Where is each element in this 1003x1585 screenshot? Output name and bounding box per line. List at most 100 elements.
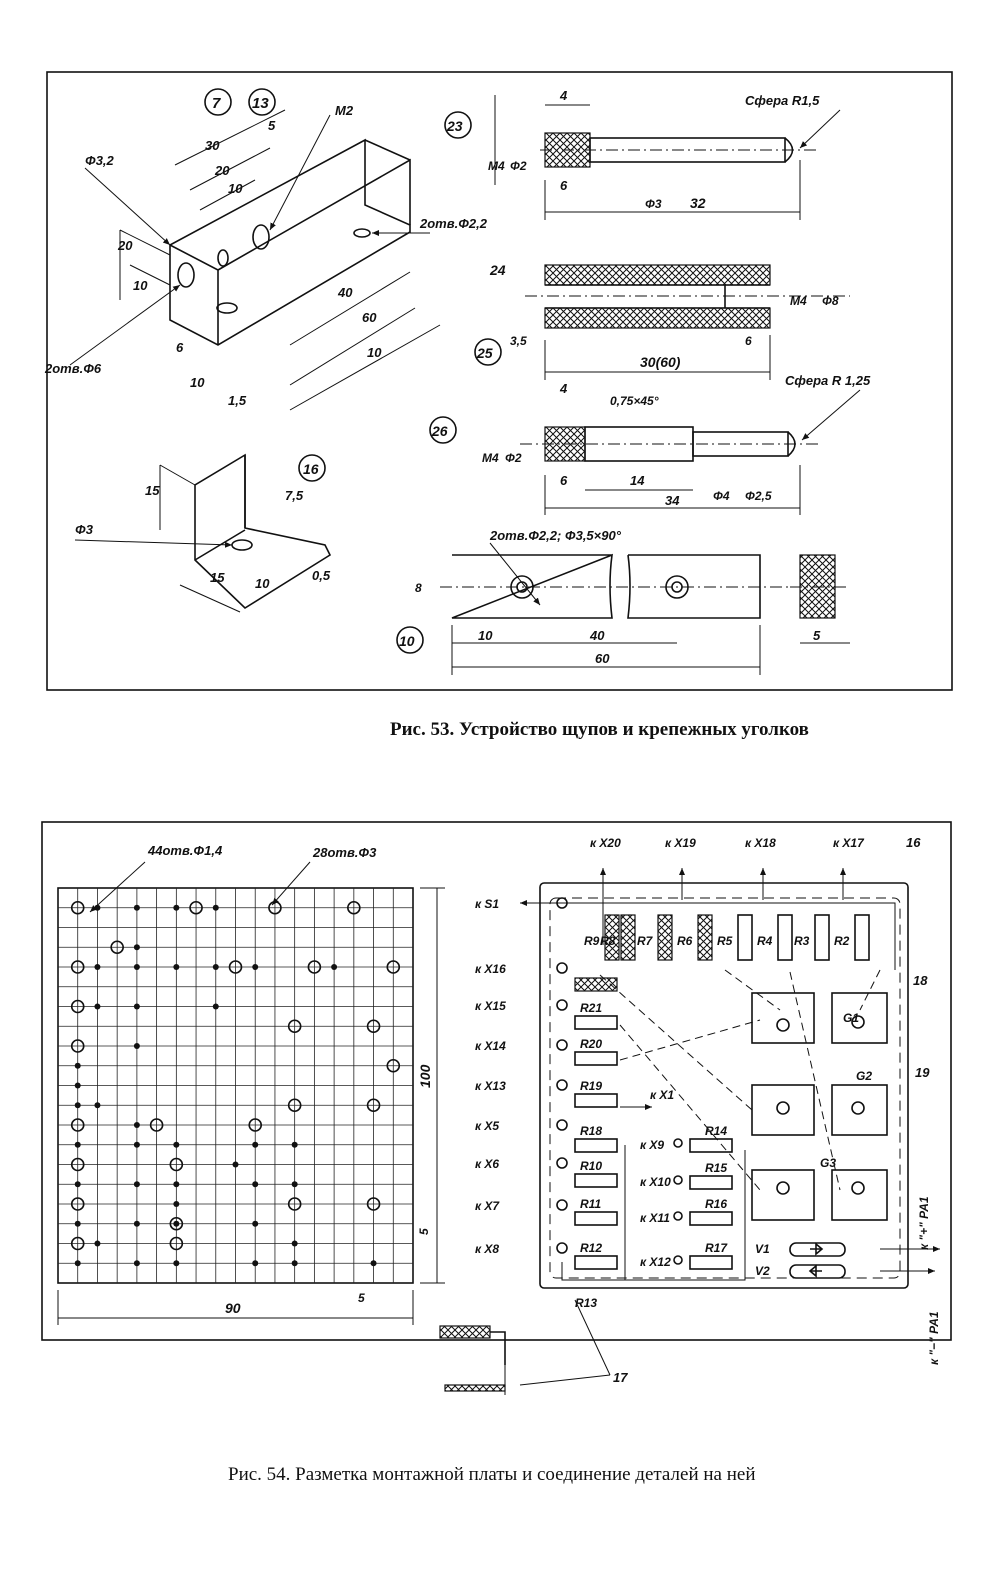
- part23-sphere: Сфера R1,5: [745, 93, 820, 108]
- resistor-r4: [777, 914, 793, 961]
- conn-inner-label: к X10: [640, 1175, 671, 1189]
- part7-num: 7: [212, 95, 221, 112]
- board-hole-large: [70, 900, 85, 915]
- board-hole-large: [70, 960, 85, 974]
- board-hole-large: [307, 960, 322, 974]
- conn-inner-label: к X11: [640, 1211, 670, 1225]
- part7-dim-60: 60: [362, 310, 377, 325]
- conn-left-label: к X6: [475, 1157, 499, 1171]
- part7-holes6: 2отв.Φ6: [44, 361, 102, 376]
- resistor-label: R8: [600, 934, 616, 948]
- part26-dim-6: 6: [560, 473, 568, 488]
- diode-v2: V2: [755, 1264, 770, 1278]
- conn-left-label: к X14: [475, 1039, 506, 1053]
- board-hole-large: [110, 940, 124, 955]
- resistor-r13: [574, 977, 618, 992]
- ref-16: 16: [906, 835, 921, 850]
- board-hole-small: [94, 1003, 101, 1010]
- board-hole-small: [133, 1260, 140, 1267]
- board-grid: [57, 887, 414, 1284]
- part16-dim-15: 15: [145, 483, 160, 498]
- part25-dim-35: 3,5: [510, 334, 527, 348]
- part7-m2: M2: [335, 103, 354, 118]
- conn-inner-label: к X9: [640, 1138, 664, 1152]
- board-hole-large: [189, 900, 203, 915]
- board-hole-small: [74, 1062, 81, 1069]
- part26-d25: Φ2,5: [745, 489, 772, 503]
- part7-holes22: 2отв.Φ2,2: [419, 216, 488, 231]
- part7-dim-15: 1,5: [228, 393, 247, 408]
- terminal-pin: [556, 1079, 568, 1091]
- part17-clip: [439, 1299, 611, 1395]
- resistor-label: R12: [580, 1241, 602, 1255]
- resistor-r21: [574, 1015, 618, 1030]
- part25-dim-30: 30(60): [640, 354, 681, 370]
- board-hole-small: [133, 944, 140, 951]
- diode-v1: V1: [755, 1242, 770, 1256]
- terminal-pin: [673, 1175, 683, 1185]
- part7-dim-6: 6: [176, 340, 184, 355]
- board-holes-big: 28отв.Φ3: [312, 845, 377, 860]
- board-hole-small: [74, 1220, 81, 1227]
- resistor-r16: [689, 1211, 733, 1226]
- resistor-label: R19: [580, 1079, 602, 1093]
- resistor-label: R6: [677, 934, 693, 948]
- part7-bracket: [69, 88, 441, 411]
- pa1-minus: к "−" PA1: [927, 1311, 941, 1365]
- conn-left-label: к X7: [475, 1199, 500, 1213]
- board-width: 90: [225, 1300, 241, 1316]
- resistor-r17: [689, 1255, 733, 1270]
- part7-dim-10c: 10: [367, 345, 382, 360]
- part23-d2: Φ2: [510, 159, 527, 173]
- conn-left-label: к X16: [475, 962, 506, 976]
- board-height: 100: [417, 1064, 433, 1088]
- part23-dim-6: 6: [560, 178, 568, 193]
- part10-num: 10: [399, 633, 415, 649]
- resistor-label: R16: [705, 1197, 727, 1211]
- resistor-label: R17: [705, 1241, 728, 1255]
- part25-d8: Φ8: [822, 294, 839, 308]
- board-hole-small: [133, 1141, 140, 1148]
- resistor-r12: [574, 1255, 618, 1270]
- board-hole-large: [169, 1216, 184, 1231]
- board-hole-small: [133, 1220, 140, 1227]
- board-hole-small: [74, 1102, 81, 1109]
- board-hole-small: [173, 1220, 180, 1227]
- resistor-label: R7: [637, 934, 654, 948]
- board-hole-small: [173, 904, 180, 911]
- part7-dim-20: 20: [214, 163, 230, 178]
- board-hole-small: [252, 964, 259, 970]
- part26-chamfer: 0,75×45°: [610, 394, 659, 408]
- board-hole-small: [74, 1260, 81, 1267]
- part26-sphere: Сфера R 1,25: [785, 373, 871, 388]
- board-hole-large: [386, 960, 401, 974]
- resistor-r6: [697, 914, 713, 961]
- conn-left-label: к X15: [475, 999, 506, 1013]
- resistor-label: R2: [834, 934, 850, 948]
- part7-dim-20v: 20: [117, 238, 133, 253]
- board-hole-small: [212, 1003, 219, 1010]
- board-margin-5b: 5: [358, 1291, 365, 1305]
- part26-m4: M4: [482, 451, 499, 465]
- board-hole-small: [173, 1141, 180, 1148]
- part16-dim-10: 10: [255, 576, 270, 591]
- resistor-r14: [689, 1138, 733, 1153]
- part10-holes: 2отв.Φ2,2; Φ3,5×90°: [489, 528, 622, 543]
- board-hole-large: [248, 1118, 263, 1132]
- board-hole-large: [169, 1236, 184, 1251]
- part7-dim-30: 30: [205, 138, 220, 153]
- resistor-r10: [574, 1173, 618, 1188]
- board-margin-5a: 5: [417, 1228, 431, 1235]
- part10-dim-40: 40: [589, 628, 605, 643]
- board-hole-small: [291, 1181, 298, 1188]
- terminal-pin: [556, 897, 568, 909]
- part26-dim-4: 4: [559, 381, 568, 396]
- board-hole-small: [173, 1201, 180, 1207]
- resistor-label: R5: [717, 934, 733, 948]
- terminal-pin: [556, 1039, 568, 1051]
- board-hole-small: [291, 1260, 298, 1267]
- board-hole-small: [212, 964, 219, 970]
- board-hole-large: [287, 1197, 302, 1211]
- part10-dim-60: 60: [595, 651, 610, 666]
- resistor-r15: [689, 1175, 733, 1190]
